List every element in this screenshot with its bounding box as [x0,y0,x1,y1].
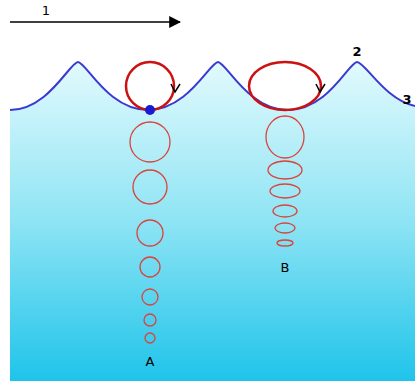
callout-number: 2 [352,45,361,58]
surface-orbit [249,62,321,110]
shallow-water-orbits [266,116,304,246]
surface-orbit [126,62,174,110]
wave-surface [10,62,415,110]
water-particle [145,105,155,115]
orbit-direction [316,84,325,92]
column-label: A [146,355,155,368]
column-label: B [281,261,290,274]
callout-number: 3 [402,93,411,106]
callout-number: 1 [42,4,50,17]
water-body [10,62,415,381]
deep-water-orbits [130,122,170,343]
orbit-direction [171,84,180,92]
direction-arrow [10,21,180,23]
